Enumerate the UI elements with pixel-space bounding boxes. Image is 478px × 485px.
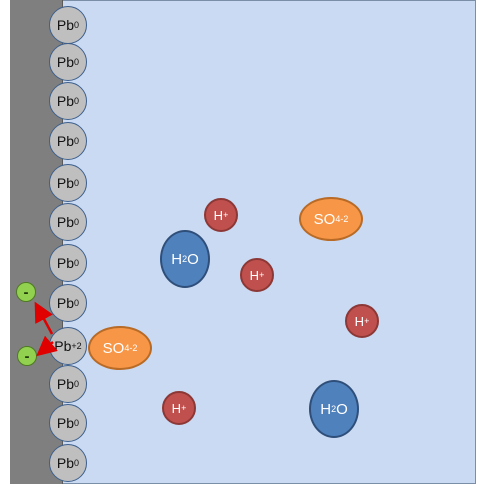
- hydrogen-ion: H+: [162, 391, 196, 425]
- hydrogen-ion: H+: [204, 198, 238, 232]
- hydrogen-ion: H+: [345, 304, 379, 338]
- hydrogen-ion: H+: [240, 258, 274, 292]
- arrow-to-lower-electron: [40, 342, 53, 353]
- arrow-to-upper-electron: [37, 306, 52, 334]
